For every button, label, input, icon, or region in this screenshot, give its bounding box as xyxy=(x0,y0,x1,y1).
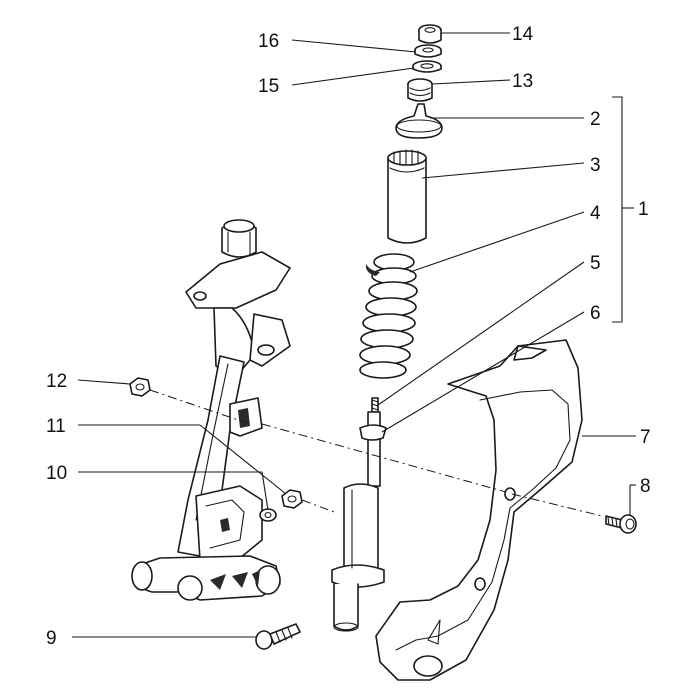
label-11: 11 xyxy=(46,416,66,437)
part-9-bolt xyxy=(255,623,301,650)
part-10-washer xyxy=(259,508,277,522)
part-7-swing-arm xyxy=(375,339,583,681)
part-12-nut xyxy=(129,377,151,397)
label-5: 5 xyxy=(590,253,601,274)
part-14-nut xyxy=(418,24,442,44)
label-16: 16 xyxy=(258,31,279,52)
label-8: 8 xyxy=(640,476,651,497)
label-4: 4 xyxy=(590,203,601,224)
label-9: 9 xyxy=(46,628,57,649)
label-7: 7 xyxy=(640,427,651,448)
label-15: 15 xyxy=(258,76,279,97)
frame-subframe xyxy=(131,219,291,601)
label-2: 2 xyxy=(590,109,601,130)
label-1: 1 xyxy=(638,199,649,220)
alignment-lines xyxy=(149,389,603,517)
label-14: 14 xyxy=(512,24,534,45)
part-labels: 14 16 15 13 2 3 4 1 5 6 7 8 12 11 10 9 xyxy=(46,24,651,649)
label-6: 6 xyxy=(590,303,601,324)
label-13: 13 xyxy=(512,71,533,92)
part-15-washer xyxy=(412,60,442,73)
part-8-bolt xyxy=(605,514,637,534)
part-4-coil-spring xyxy=(359,253,418,379)
part-11-nut xyxy=(281,489,303,509)
shock-absorber-body xyxy=(331,483,385,632)
label-10: 10 xyxy=(46,463,67,484)
leader-lines xyxy=(72,32,636,638)
part-5-damper-rod xyxy=(367,397,381,487)
part-6-bump-stop xyxy=(359,424,387,441)
part-3-dust-cover xyxy=(387,149,427,244)
part-13-bushing xyxy=(407,78,433,102)
part-2-top-mount xyxy=(395,103,443,139)
part-16-washer xyxy=(414,44,442,58)
label-3: 3 xyxy=(590,155,601,176)
label-12: 12 xyxy=(46,371,67,392)
